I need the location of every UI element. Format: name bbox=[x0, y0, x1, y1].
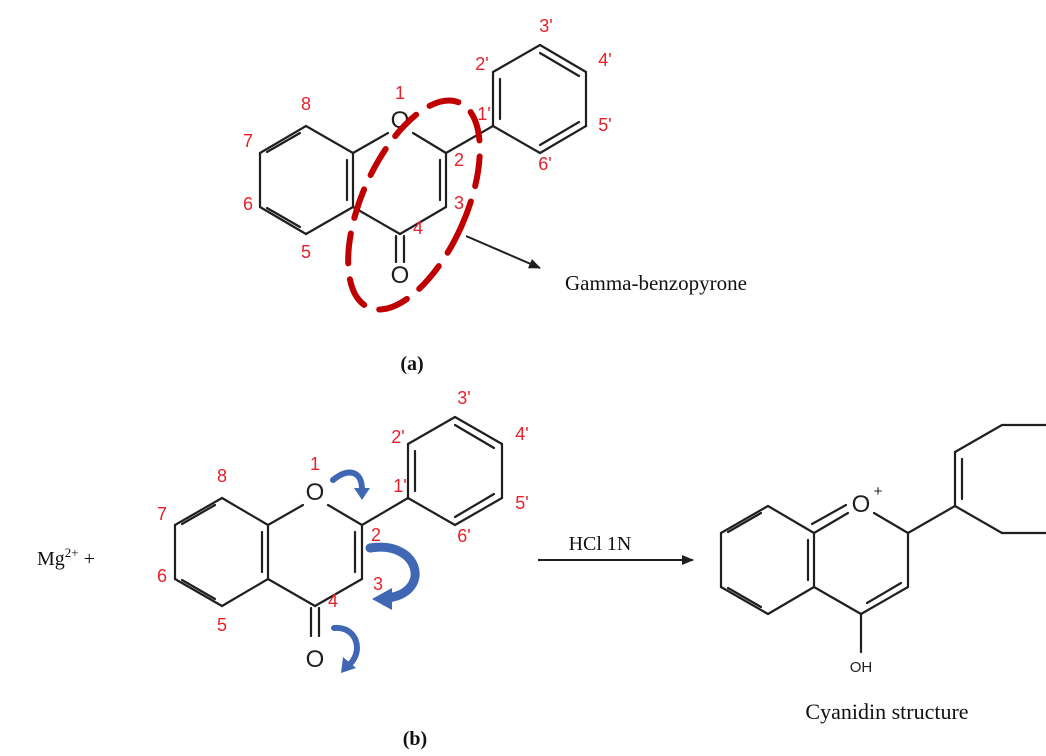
caption-a: (a) bbox=[400, 353, 423, 375]
annotation-arrow bbox=[465, 235, 541, 269]
panel-b: Mg2+ + bbox=[37, 388, 1046, 750]
position-2-prime: 2' bbox=[475, 54, 488, 74]
position-3: 3 bbox=[454, 193, 464, 213]
position-numbers-b: 1 2 3 4 5 6 7 8 1' 2' 3' 4' 5' 6' bbox=[157, 388, 529, 635]
position-5: 5 bbox=[301, 242, 311, 262]
position-1: 1 bbox=[310, 454, 320, 474]
magnesium-reagent: Mg2+ + bbox=[37, 545, 95, 570]
cyanidin-label: Cyanidin structure bbox=[805, 699, 968, 724]
position-2: 2 bbox=[454, 150, 464, 170]
position-3-prime: 3' bbox=[457, 388, 470, 408]
cyanidin-skeleton bbox=[719, 423, 1046, 654]
position-2: 2 bbox=[371, 525, 381, 545]
caption-b: (b) bbox=[403, 728, 427, 750]
reaction-condition: HCl 1N bbox=[569, 533, 632, 555]
position-7: 7 bbox=[243, 131, 253, 151]
position-numbers-a: 1 2 3 4 5 6 7 8 1' 2' 3' 4' 5' 6' bbox=[243, 16, 612, 262]
position-4-prime: 4' bbox=[515, 424, 528, 444]
arrowhead-1 bbox=[354, 488, 370, 500]
position-8: 8 bbox=[217, 466, 227, 486]
position-8: 8 bbox=[301, 94, 311, 114]
hydroxyl-group: OH bbox=[850, 659, 873, 676]
position-7: 7 bbox=[157, 504, 167, 524]
ring-oxygen-b: O bbox=[306, 479, 325, 506]
position-6-prime: 6' bbox=[538, 154, 551, 174]
position-6-prime: 6' bbox=[457, 526, 470, 546]
position-1: 1 bbox=[395, 83, 405, 103]
position-6: 6 bbox=[157, 566, 167, 586]
curved-arrow-3 bbox=[331, 624, 360, 667]
position-5: 5 bbox=[217, 615, 227, 635]
arrowhead-3 bbox=[341, 657, 356, 673]
position-3-prime: 3' bbox=[539, 16, 552, 36]
carbonyl-oxygen-b: O bbox=[306, 646, 325, 673]
position-5-prime: 5' bbox=[598, 115, 611, 135]
arrowhead-2 bbox=[372, 588, 392, 610]
position-1-prime: 1' bbox=[477, 104, 490, 124]
curved-arrow-1 bbox=[330, 469, 365, 493]
electron-flow-arrows bbox=[330, 469, 420, 673]
position-5-prime: 5' bbox=[515, 493, 528, 513]
position-6: 6 bbox=[243, 194, 253, 214]
position-4-prime: 4' bbox=[598, 50, 611, 70]
position-2-prime: 2' bbox=[391, 427, 404, 447]
pyrylium-oxygen: O bbox=[852, 491, 871, 518]
position-4: 4 bbox=[328, 591, 338, 611]
carbonyl-oxygen-a: O bbox=[391, 262, 410, 289]
oxonium-charge: + bbox=[874, 483, 883, 500]
position-3: 3 bbox=[373, 574, 383, 594]
flavone-skeleton-a bbox=[258, 43, 588, 264]
position-1-prime: 1' bbox=[393, 476, 406, 496]
curved-arrow-2 bbox=[365, 542, 420, 603]
flavone-skeleton-b bbox=[173, 415, 504, 638]
gamma-benzopyrone-label: Gamma-benzopyrone bbox=[565, 271, 747, 295]
panel-a: O O 1 2 3 4 5 6 7 8 1' 2' 3' 4' 5' 6' Ga… bbox=[243, 16, 747, 375]
gamma-benzopyrone-highlight bbox=[345, 97, 483, 313]
position-4: 4 bbox=[413, 218, 423, 238]
